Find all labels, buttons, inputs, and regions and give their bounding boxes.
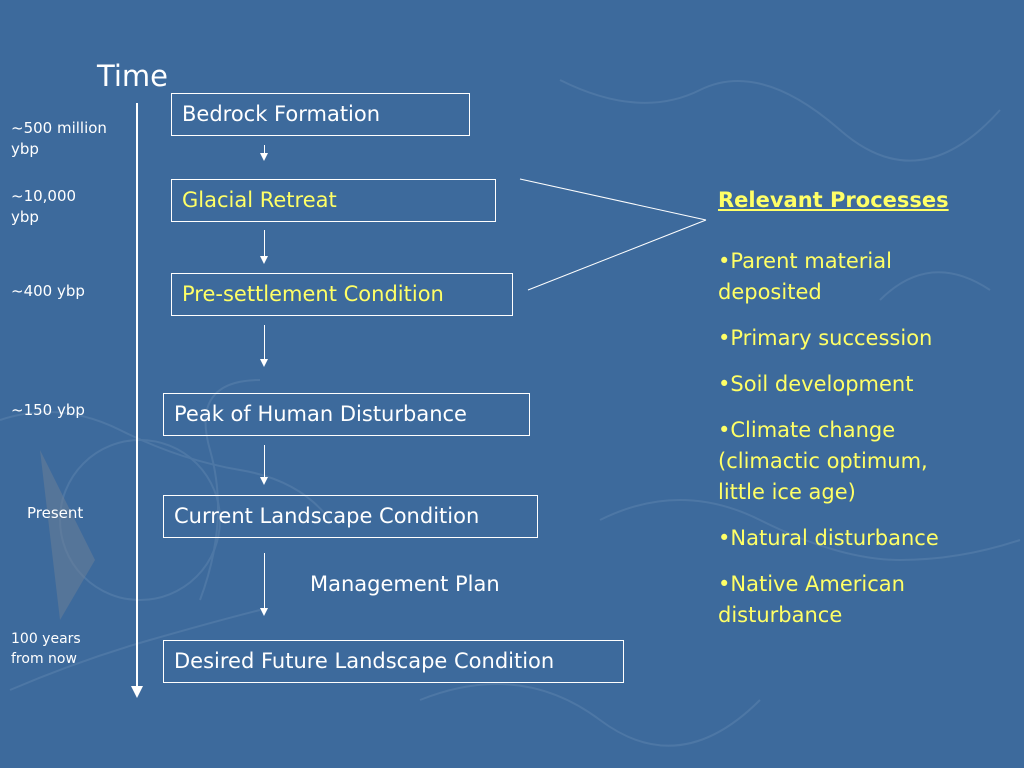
timeline-arrowhead	[131, 686, 143, 698]
box-bedrock-formation: Bedrock Formation	[171, 93, 470, 136]
relevant-processes-heading: Relevant Processes	[718, 188, 949, 212]
flow-arrowhead-5	[260, 608, 268, 616]
box-pre-settlement-condition: Pre-settlement Condition	[171, 273, 513, 316]
flow-arrow-5	[264, 553, 265, 609]
time-label-400: ~400 ybp	[11, 282, 85, 300]
flow-arrow-4	[264, 445, 265, 478]
time-label-10000: ~10,000 ybp	[11, 187, 77, 226]
process-item: •Climate change (climactic optimum, litt…	[718, 418, 928, 504]
flow-arrow-2	[264, 230, 265, 257]
relevant-processes-list: •Parent material deposited •Primary succ…	[718, 246, 968, 646]
process-item: •Parent material deposited	[718, 249, 892, 304]
process-item: •Soil development	[718, 372, 914, 396]
box-current-landscape-condition: Current Landscape Condition	[163, 495, 538, 538]
flow-arrowhead-2	[260, 256, 268, 264]
box-glacial-retreat: Glacial Retreat	[171, 179, 496, 222]
box-desired-future-landscape: Desired Future Landscape Condition	[163, 640, 624, 683]
time-axis-title: Time	[97, 59, 168, 93]
process-item: •Natural disturbance	[718, 526, 939, 550]
flow-arrow-1	[264, 145, 265, 154]
time-label-present: Present	[27, 504, 84, 522]
process-item: •Primary succession	[718, 326, 933, 350]
time-label-500-million: ~500 million ybp	[11, 119, 107, 158]
flow-arrowhead-1	[260, 153, 268, 161]
process-item: •Native American disturbance	[718, 572, 905, 627]
timeline-line	[136, 103, 138, 693]
box-peak-human-disturbance: Peak of Human Disturbance	[163, 393, 530, 436]
time-label-150: ~150 ybp	[11, 401, 85, 419]
flow-arrow-3	[264, 325, 265, 360]
time-label-100-years: 100 years from now	[11, 631, 81, 667]
flow-arrowhead-4	[260, 477, 268, 485]
flow-arrowhead-3	[260, 359, 268, 367]
management-plan-label: Management Plan	[310, 572, 500, 596]
